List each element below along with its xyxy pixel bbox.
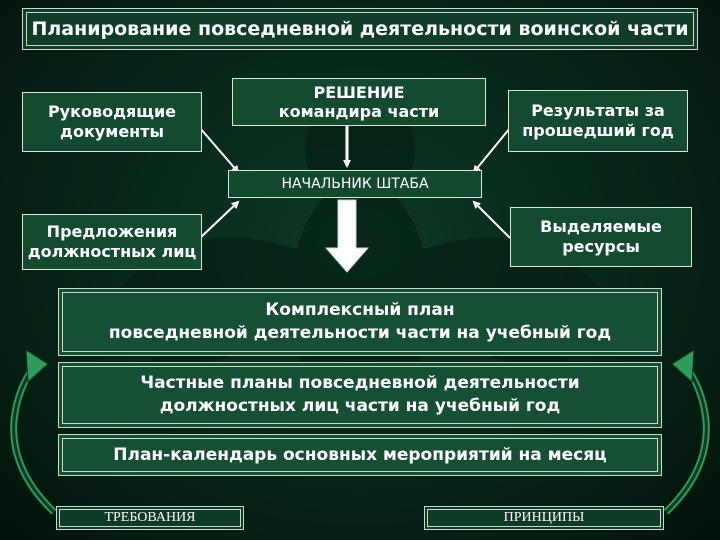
calendar-plan-box: План-календарь основных мероприятий на м…: [58, 434, 662, 476]
decision-subtitle-text: командира части: [278, 102, 440, 121]
officials-proposals-text: Предложения должностных лиц: [27, 222, 197, 261]
principles-box: ПРИНЦИПЫ: [424, 506, 664, 530]
requirements-text: ТРЕБОВАНИЯ: [104, 510, 196, 525]
private-plans-line1: Частные планы повседневной деятельности: [140, 373, 580, 394]
guiding-documents-box: Руководящие документы: [22, 92, 202, 152]
allocated-resources-box: Выделяемые ресурсы: [510, 207, 692, 267]
previous-year-results-text: Результаты за прошедший год: [522, 101, 674, 140]
requirements-box: ТРЕБОВАНИЯ: [56, 506, 244, 530]
complex-plan-line2: повседневной деятельности части на учебн…: [108, 323, 612, 343]
page-title-text: Планирование повседневной деятельности в…: [31, 18, 689, 40]
guiding-documents-text: Руководящие документы: [47, 102, 177, 141]
page-title: Планирование повседневной деятельности в…: [22, 8, 698, 50]
principles-text: ПРИНЦИПЫ: [503, 510, 585, 525]
commander-decision-box: РЕШЕНИЕ командира части: [232, 78, 486, 126]
previous-year-results-box: Результаты за прошедший год: [508, 90, 688, 152]
private-plans-box: Частные планы повседневной деятельности …: [58, 362, 662, 428]
calendar-plan-text: План-календарь основных мероприятий на м…: [113, 444, 607, 465]
private-plans-line2: должностных лиц части на учебный год: [159, 396, 561, 416]
decision-title-text: РЕШЕНИЕ: [313, 82, 405, 102]
officials-proposals-box: Предложения должностных лиц: [22, 214, 202, 270]
complex-plan-box: Комплексный план повседневной деятельнос…: [58, 288, 662, 356]
allocated-resources-text: Выделяемые ресурсы: [540, 217, 662, 256]
chief-of-staff-box: НАЧАЛЬНИК ШТАБА: [228, 170, 482, 198]
complex-plan-line1: Комплексный план: [265, 300, 455, 321]
chief-of-staff-text: НАЧАЛЬНИК ШТАБА: [281, 176, 429, 192]
